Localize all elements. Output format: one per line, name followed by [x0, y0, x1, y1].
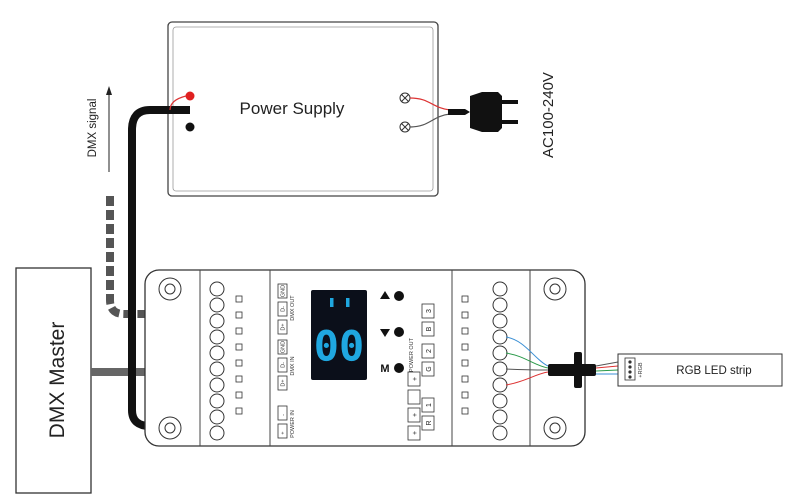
pin-label: +	[412, 413, 419, 417]
power-in-pins: - + POWER IN	[277, 405, 296, 439]
rgb-strip-cable	[548, 352, 619, 388]
dmx-out-label: DMX OUT	[290, 295, 296, 321]
triangle-up-icon	[380, 291, 390, 299]
pin-label: +	[281, 431, 287, 434]
pin-label: D+	[281, 323, 287, 330]
pin-label: +	[412, 431, 419, 435]
pin-label: -	[281, 414, 287, 416]
dmx-in-label: DMX IN	[290, 356, 296, 375]
dmx-master-label: DMX Master	[46, 322, 69, 439]
mount-hole-top-left	[158, 277, 182, 301]
ac-voltage-label: AC100-240V	[540, 72, 557, 158]
left-terminal-screws	[209, 281, 225, 441]
dmx-master: DMX Master	[15, 267, 92, 494]
right-terminal-sockets	[461, 295, 469, 415]
power-supply-label: Power Supply	[240, 99, 345, 118]
power-out-label: POWER OUT	[409, 337, 415, 372]
right-terminal-screws	[492, 281, 508, 441]
arrow-up-icon	[106, 86, 112, 95]
pin-label: B	[426, 326, 433, 331]
pin-label: GND	[281, 341, 287, 353]
pin-label: R	[426, 420, 433, 425]
dmx-decoder: GND D- D+ DMX OUT GND D- D+ DMX IN - + P…	[144, 269, 586, 447]
dc-power-cable	[128, 106, 190, 430]
mode-key-label: M	[380, 363, 389, 375]
ac-terminal-l	[399, 92, 411, 104]
pin-label: D+	[281, 379, 287, 386]
rgb-output-wires	[505, 336, 549, 386]
power-in-label: POWER IN	[290, 410, 296, 438]
mount-hole-top-right	[543, 277, 567, 301]
down-button[interactable]	[380, 327, 404, 337]
power-supply: Power Supply	[167, 21, 439, 197]
pin-label: +	[412, 377, 419, 381]
channel-label: 3	[426, 309, 433, 313]
triangle-down-icon	[380, 329, 390, 337]
rgb-led-strip: +RGB RGB LED strip	[617, 353, 783, 387]
mode-button[interactable]: M	[380, 363, 404, 375]
ac-plug	[409, 92, 518, 132]
dc-negative-terminal	[185, 122, 195, 132]
pin-label: D-	[281, 306, 287, 312]
dc-positive-terminal	[185, 91, 195, 101]
dmx-out-pins: GND D- D+ DMX OUT	[277, 283, 296, 335]
dmx-signal-label: DMX signal	[87, 99, 99, 158]
mount-hole-bottom-right	[543, 416, 567, 440]
rgb-strip-label: RGB LED strip	[676, 365, 751, 377]
ac-terminal-n	[399, 121, 411, 133]
channel-label: 1	[426, 403, 433, 407]
pin-label: G	[426, 366, 433, 371]
up-button[interactable]	[380, 291, 404, 301]
mount-hole-bottom-left	[158, 416, 182, 440]
dmx-signal-indicator: DMX signal	[87, 86, 112, 172]
strip-pin-label: +RGB	[638, 362, 644, 377]
channel-label: 2	[426, 349, 433, 353]
display-digits: 00	[314, 320, 365, 369]
led-display: 00	[311, 290, 367, 380]
pin-label: D-	[281, 362, 287, 368]
pin-label: GND	[281, 285, 287, 297]
dmx-out-cable	[106, 196, 182, 318]
dmx-in-pins: GND D- D+ DMX IN	[277, 339, 296, 391]
power-out-pins: 3 B 2 G 1 R + + + POWER OUT	[407, 303, 435, 441]
left-terminal-sockets	[235, 295, 243, 415]
